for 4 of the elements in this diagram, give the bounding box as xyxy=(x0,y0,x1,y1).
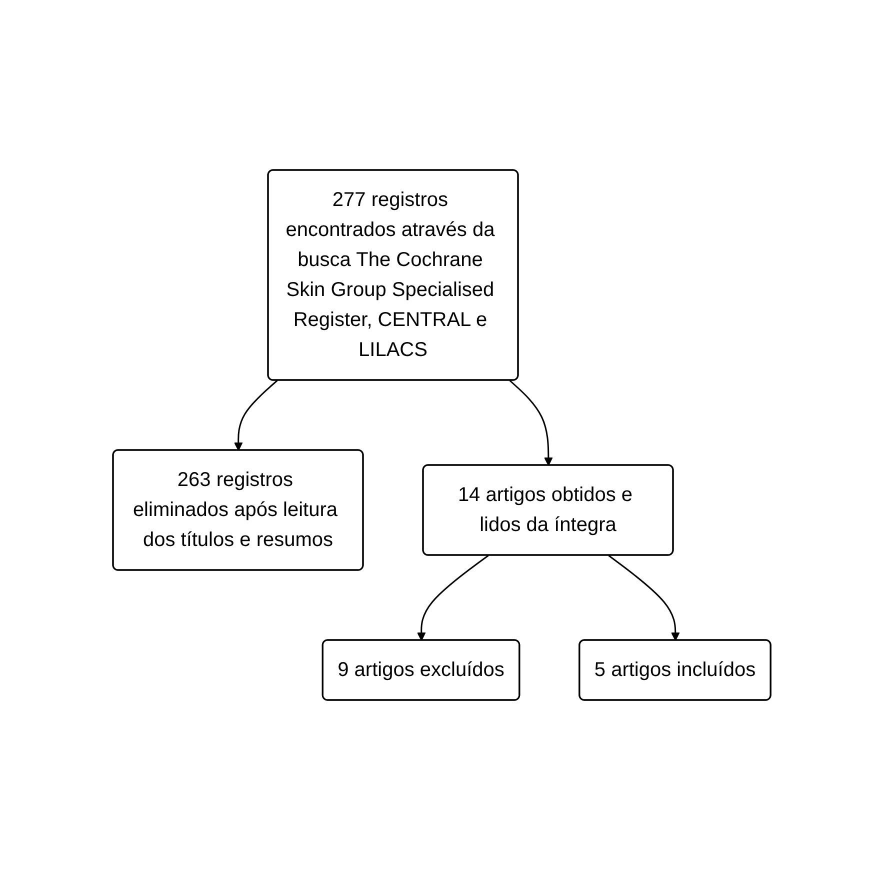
arrow xyxy=(508,379,553,466)
arrow xyxy=(234,379,278,450)
arrow xyxy=(416,554,488,640)
arrow xyxy=(608,554,680,640)
